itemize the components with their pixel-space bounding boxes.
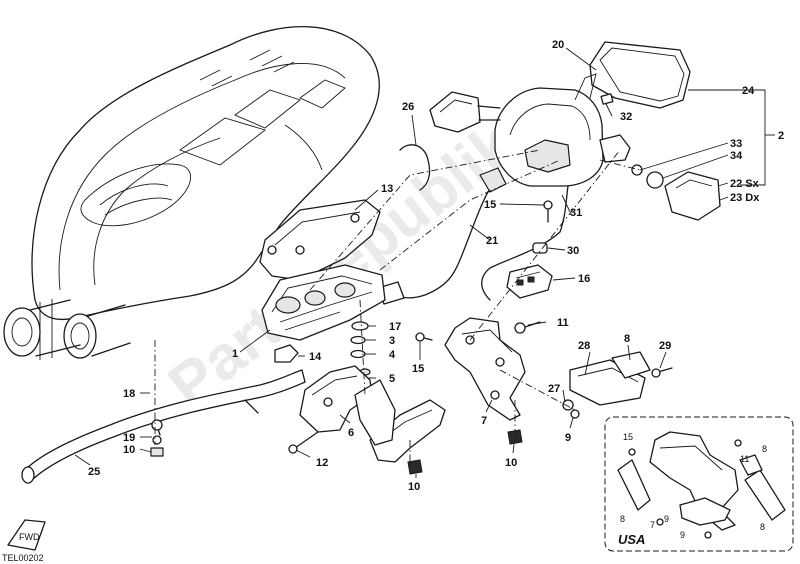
- callout-labels: 20 24 26 32 2 33 34 22 Sx 23 Dx 13 15 31…: [88, 39, 784, 547]
- right-turn-indicator: [631, 164, 721, 221]
- inset-callout-7: 7: [650, 520, 655, 530]
- callout-30: 30: [567, 245, 579, 257]
- callout-14: 14: [309, 351, 322, 363]
- callout-32: 32: [620, 111, 632, 123]
- callout-11: 11: [557, 317, 569, 329]
- inset-callout-8-left: 8: [620, 514, 625, 524]
- fwd-arrow-icon: FWD: [7, 519, 46, 551]
- nut-27: [562, 399, 574, 411]
- callout-29: 29: [659, 340, 671, 352]
- wiring-harness-21: [391, 184, 493, 299]
- callout-17: 17: [389, 321, 401, 333]
- inset-usa-label: USA: [618, 532, 645, 547]
- bolt-12: [294, 431, 319, 449]
- callout-13: 13: [381, 183, 393, 195]
- callout-28: 28: [578, 340, 590, 352]
- connector-30: [532, 242, 548, 254]
- callout-8: 8: [624, 333, 630, 345]
- license-plate-light: [506, 264, 553, 299]
- callout-16: 16: [578, 273, 590, 285]
- callout-15-upper: 15: [484, 199, 496, 211]
- callout-34: 34: [730, 150, 743, 162]
- callout-2: 2: [778, 130, 784, 142]
- inset-callout-8-top: 8: [762, 444, 767, 454]
- nut-10-lower: [407, 459, 423, 475]
- callout-19: 19: [123, 432, 135, 444]
- callout-21: 21: [486, 235, 498, 247]
- callout-10-right: 10: [505, 457, 517, 469]
- callout-9: 9: [565, 432, 571, 444]
- inset-callout-15: 15: [623, 432, 633, 442]
- bolt-15-upper: [543, 200, 553, 223]
- callout-26: 26: [402, 101, 414, 113]
- callout-22-sx: 22 Sx: [730, 178, 760, 190]
- callout-6: 6: [348, 427, 354, 439]
- svg-text:FWD: FWD: [19, 532, 40, 542]
- callout-4: 4: [389, 349, 396, 361]
- tail-fairing: [3, 26, 380, 360]
- callout-24: 24: [742, 85, 755, 97]
- left-turn-indicator: [429, 91, 501, 133]
- mount-plate-13: [259, 199, 381, 281]
- callout-20: 20: [552, 39, 564, 51]
- callout-15-lower: 15: [412, 363, 424, 375]
- inset-callout-8-right: 8: [760, 522, 765, 532]
- callout-10-left: 10: [123, 444, 135, 456]
- clip-26: [399, 144, 431, 191]
- grab-rail-25: [21, 369, 306, 484]
- diagram-reference-code: TEL00202: [2, 553, 44, 563]
- leader-lines: [74, 47, 775, 478]
- callout-7: 7: [481, 415, 487, 427]
- callout-23-dx: 23 Dx: [730, 192, 760, 204]
- callout-18: 18: [123, 388, 135, 400]
- callout-33: 33: [730, 138, 742, 150]
- license-bracket-lower: [354, 379, 446, 463]
- callout-5: 5: [389, 373, 395, 385]
- callout-1: 1: [232, 348, 238, 360]
- mount-bracket-1: [261, 264, 386, 341]
- washer-9: [570, 409, 580, 419]
- nut-10-right: [507, 429, 523, 445]
- tail-light-assembly: [494, 41, 691, 187]
- callout-31: 31: [570, 207, 582, 219]
- callout-27: 27: [548, 383, 560, 395]
- inset-callout-9-mid: 9: [664, 514, 669, 524]
- callout-3: 3: [389, 335, 395, 347]
- reflector-8: [611, 351, 651, 379]
- assembly-lines: [154, 149, 641, 470]
- bolt-15-lower: [423, 337, 433, 341]
- inset-callout-9-low: 9: [680, 530, 685, 540]
- inset-callout-11: 11: [740, 454, 749, 464]
- callout-25: 25: [88, 466, 100, 478]
- plate-holder-7: [444, 317, 526, 421]
- callout-10-lower: 10: [408, 481, 420, 493]
- usa-inset: [604, 416, 794, 552]
- callout-12: 12: [316, 457, 328, 469]
- nut-14: [274, 344, 299, 363]
- wiring-harness-31: [481, 185, 569, 301]
